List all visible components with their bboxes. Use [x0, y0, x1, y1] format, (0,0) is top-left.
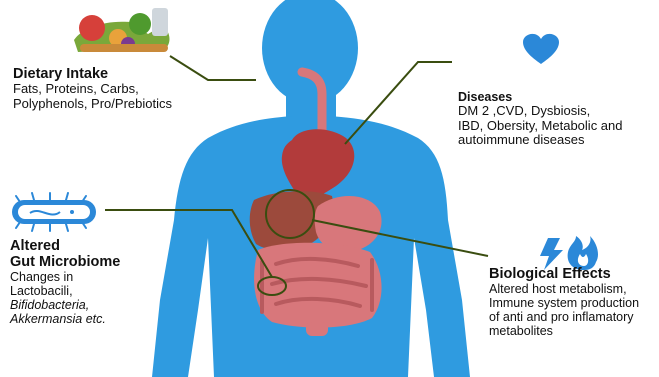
dietary-intake-title: Dietary Intake: [13, 66, 172, 82]
food-assortment-icon: [74, 8, 169, 52]
biological-effects-line: of anti and pro inflamatory: [489, 310, 639, 324]
dietary-intake-line: Polyphenols, Pro/Prebiotics: [13, 97, 172, 112]
connector-dietary: [170, 56, 256, 80]
dietary-intake-block: Dietary Intake Fats, Proteins, Carbs, Po…: [13, 66, 172, 111]
gut-microbiome-taxa: Bifidobacteria,: [10, 298, 120, 312]
gut-microbiome-title: Gut Microbiome: [10, 254, 120, 270]
diseases-line: autoimmune diseases: [458, 133, 623, 148]
biological-effects-line: Altered host metabolism,: [489, 282, 639, 296]
gut-microbiome-taxa: Akkermansia etc.: [10, 312, 120, 326]
flame-icon: [568, 236, 598, 270]
gut-microbiome-title: Altered: [10, 238, 120, 254]
diseases-line: IBD, Obersity, Metabolic and: [458, 119, 623, 134]
biological-effects-block: Biological Effects Altered host metaboli…: [489, 266, 639, 338]
diseases-line: DM 2 ,CVD, Dysbiosis,: [458, 104, 623, 119]
diseases-title: Diseases: [458, 90, 623, 104]
bacterium-icon: [12, 193, 96, 231]
gut-microbiome-block: Altered Gut Microbiome Changes in Lactob…: [10, 238, 120, 326]
gut-microbiome-line: Lactobacili,: [10, 284, 120, 298]
biological-effects-line: metabolites: [489, 324, 639, 338]
gut-microbiome-line: Changes in: [10, 270, 120, 284]
heart-icon: [523, 34, 559, 64]
biological-effects-line: Immune system production: [489, 296, 639, 310]
diseases-block: Diseases DM 2 ,CVD, Dysbiosis, IBD, Ober…: [458, 90, 623, 148]
dietary-intake-line: Fats, Proteins, Carbs,: [13, 82, 172, 97]
biological-effects-title: Biological Effects: [489, 266, 639, 282]
